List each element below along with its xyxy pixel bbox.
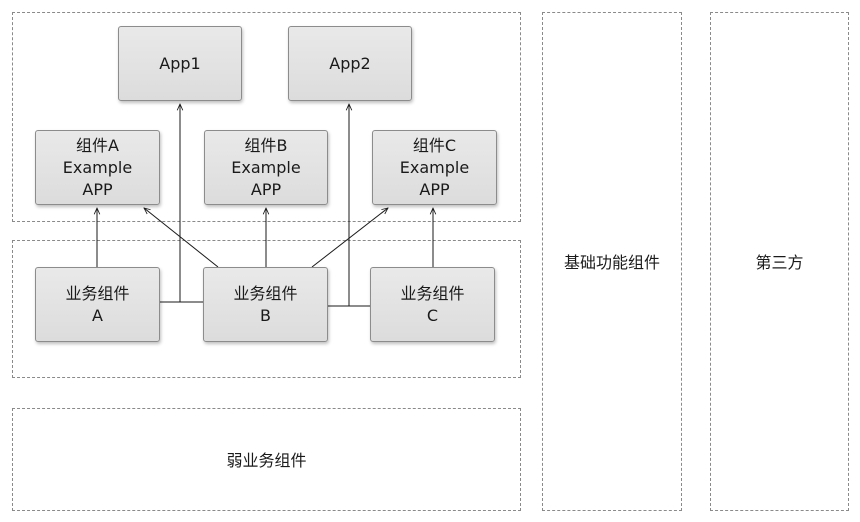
- business-component-a-node: 业务组件 A: [35, 267, 160, 342]
- example-app-c-line2: Example: [399, 157, 470, 177]
- business-component-a-line1: 业务组件: [65, 283, 130, 303]
- weak-business-label: 弱业务组件: [226, 451, 307, 470]
- foundation-region: 基础功能组件: [542, 12, 682, 511]
- example-app-a-line2: Example: [62, 157, 133, 177]
- example-app-b-line2: Example: [231, 157, 301, 177]
- foundation-label: 基础功能组件: [563, 253, 660, 272]
- app1-node: App1: [118, 26, 242, 101]
- business-component-c-line1: 业务组件: [400, 283, 465, 303]
- business-component-b-line1: 业务组件: [233, 283, 298, 303]
- app2-node: App2: [288, 26, 412, 101]
- weak-business-region: 弱业务组件: [12, 408, 521, 511]
- app1-label: App1: [159, 53, 201, 73]
- arrow-b-to-example-c: [311, 208, 388, 268]
- example-app-c-line3: APP: [419, 179, 450, 199]
- business-component-b-node: 业务组件 B: [203, 267, 328, 342]
- example-app-b-node: 组件B Example APP: [204, 130, 328, 205]
- business-component-c-line2: C: [426, 305, 439, 325]
- business-component-b-line2: B: [260, 305, 271, 325]
- example-app-c-line1: 组件C: [412, 135, 457, 155]
- app2-label: App2: [329, 53, 371, 73]
- example-app-c-node: 组件C Example APP: [372, 130, 497, 205]
- arrow-b-to-example-a: [144, 208, 219, 268]
- third-party-label: 第三方: [755, 253, 804, 272]
- business-component-a-line2: A: [92, 305, 103, 325]
- third-party-region: 第三方: [710, 12, 849, 511]
- example-app-a-line1: 组件A: [76, 135, 119, 155]
- business-component-c-node: 业务组件 C: [370, 267, 495, 342]
- example-app-b-line3: APP: [250, 179, 282, 199]
- example-app-a-node: 组件A Example APP: [35, 130, 160, 205]
- example-app-a-line3: APP: [82, 179, 113, 199]
- example-app-b-line1: 组件B: [244, 135, 288, 155]
